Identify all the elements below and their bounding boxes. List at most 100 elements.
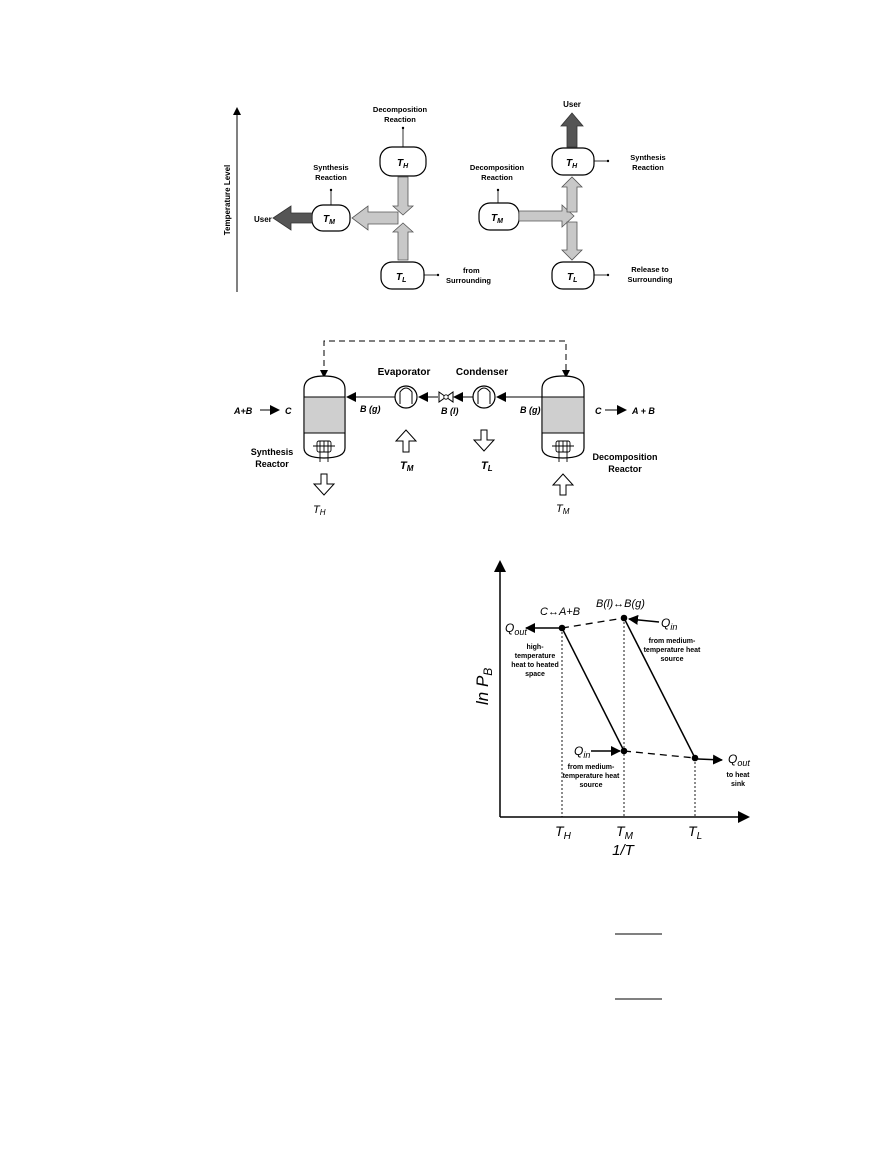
panel-a-temperature-levels: Temperature Level TH Decomposition React… xyxy=(223,100,673,292)
y-axis-arrowhead xyxy=(494,560,506,572)
right-th-leader-dot xyxy=(606,159,610,163)
dashed-bottom-connector xyxy=(623,750,696,759)
synthesis-th-label: TH xyxy=(313,504,326,517)
q-out-right-note-2: sink xyxy=(731,781,745,788)
point-tm-high xyxy=(620,614,628,622)
left-heat-pump-diagram: TH Decomposition Reaction TM Synthesis R… xyxy=(254,105,491,290)
bg-left-label: B (g) xyxy=(360,404,381,414)
right-th-node xyxy=(551,147,595,176)
synthesis-product-label: C xyxy=(285,406,292,416)
right-surrounding-label: Surrounding xyxy=(628,275,673,284)
decomposition-reactor xyxy=(541,375,585,462)
valve-center xyxy=(443,394,449,400)
left-user-arrow xyxy=(272,205,313,231)
left-to-tm-flow-arrow xyxy=(351,205,399,231)
decomposition-reactor-label-2: Reactor xyxy=(608,464,642,474)
left-tm-node xyxy=(311,204,351,232)
left-synthesis-label-2: Reaction xyxy=(315,173,347,182)
decomp-tm-label: TM xyxy=(556,503,570,516)
synthesis-reactor xyxy=(303,375,346,462)
bg-right-label: B (g) xyxy=(520,405,541,415)
right-decomposition-label-2: Reaction xyxy=(481,173,513,182)
evaporator-tm-label: TM xyxy=(400,460,414,473)
right-user-arrow xyxy=(560,112,584,148)
q-in-top-note-3: source xyxy=(661,656,684,663)
tick-tl: TL xyxy=(688,823,702,842)
point-th-high xyxy=(558,624,566,632)
left-down-flow-arrow xyxy=(391,176,415,216)
q-out-left-note-4: space xyxy=(525,671,545,678)
q-out-right-note-1: to heat xyxy=(727,772,751,779)
right-synthesis-label-2: Reaction xyxy=(632,163,664,172)
panel-b-process-scheme: Evaporator Condenser B (g) B (l) B (g) A… xyxy=(233,340,658,517)
tick-tm: TM xyxy=(616,823,634,842)
synthesis-feed-label: A+B xyxy=(233,406,253,416)
synthesis-reactor-fill xyxy=(305,397,344,433)
right-tl-text: TL xyxy=(567,272,577,284)
left-tl-node xyxy=(380,261,425,290)
decomp-product-label: A + B xyxy=(631,406,655,416)
line-salt-equilibrium xyxy=(561,627,625,752)
left-decomposition-label-2: Reaction xyxy=(384,115,416,124)
left-tl-leader-dot xyxy=(436,273,440,277)
right-tl-node xyxy=(551,261,595,290)
x-axis-label: 1/T xyxy=(612,842,636,859)
dashed-top-connector xyxy=(561,617,625,629)
right-decomposition-label-1: Decomposition xyxy=(470,163,525,172)
q-out-right-arrow xyxy=(697,754,723,765)
condenser-icon xyxy=(472,385,496,409)
q-in-top-note-2: temperature heat xyxy=(644,647,701,654)
right-up-flow-arrow xyxy=(561,176,583,213)
q-in-mid-label: Qin xyxy=(574,744,590,760)
left-from-label: from xyxy=(463,266,480,275)
q-out-left-note-3: heat to heated xyxy=(511,662,558,669)
decomposition-reactor-fill xyxy=(543,397,583,433)
left-tm-text: TM xyxy=(323,214,335,226)
tl-out-condenser-arrow xyxy=(472,429,496,452)
left-tl-text: TL xyxy=(396,272,406,284)
right-tm-leader-dot xyxy=(496,188,500,192)
condenser-tl-label: TL xyxy=(481,460,493,473)
right-user-label: User xyxy=(563,100,581,109)
line-vapor-equilibrium xyxy=(623,617,696,759)
right-tm-flow-arrow xyxy=(518,204,575,228)
right-synthesis-label-1: Synthesis xyxy=(630,153,665,162)
condenser-label: Condenser xyxy=(456,367,508,378)
decomposition-reactor-label-1: Decomposition xyxy=(592,452,657,462)
temperature-axis-label: Temperature Level xyxy=(223,165,232,236)
synthesis-coil-icon xyxy=(313,440,335,462)
condenser-coil xyxy=(477,387,491,404)
q-out-right-label: Qout xyxy=(728,752,750,768)
left-synthesis-label-1: Synthesis xyxy=(313,163,348,172)
synthesis-reactor-label-2: Reactor xyxy=(255,459,289,469)
q-out-left-note-1: high- xyxy=(526,644,544,651)
x-axis-arrowhead xyxy=(738,811,750,823)
right-tm-node xyxy=(478,202,520,231)
q-out-left-note-2: temperature xyxy=(515,653,556,660)
right-heat-transformer-diagram: User TH Synthesis Reaction TM Decomposit… xyxy=(470,100,673,290)
bl-label: B (l) xyxy=(441,406,459,416)
y-axis-label: ln PB xyxy=(473,668,495,705)
tick-th: TH xyxy=(555,823,572,842)
synthesis-reactor-label-1: Synthesis xyxy=(251,447,294,457)
tm-in-decomp-arrow xyxy=(551,473,575,496)
left-up-flow-arrow xyxy=(391,222,415,261)
q-in-top-arrow xyxy=(628,614,660,625)
q-in-mid-note-2: temperature heat xyxy=(563,773,620,780)
dashed-arrowhead-right xyxy=(562,370,570,378)
tm-in-evaporator-arrow xyxy=(394,429,418,453)
th-out-arrow xyxy=(312,473,336,496)
right-tl-leader-dot xyxy=(606,273,610,277)
q-out-left-label: Qout xyxy=(505,621,527,637)
dashed-connection-line xyxy=(323,340,567,376)
left-surrounding-label: Surrounding xyxy=(446,276,491,285)
evaporator-icon xyxy=(394,385,418,409)
q-in-top-label: Qin xyxy=(661,616,677,632)
right-down-flow-arrow xyxy=(561,221,583,261)
line2-label: B(l)↔B(g) xyxy=(596,598,645,610)
evaporator-coil xyxy=(399,387,413,404)
evaporator-label: Evaporator xyxy=(378,367,431,378)
left-decomposition-label-1: Decomposition xyxy=(373,105,428,114)
point-tl-low xyxy=(691,754,699,762)
